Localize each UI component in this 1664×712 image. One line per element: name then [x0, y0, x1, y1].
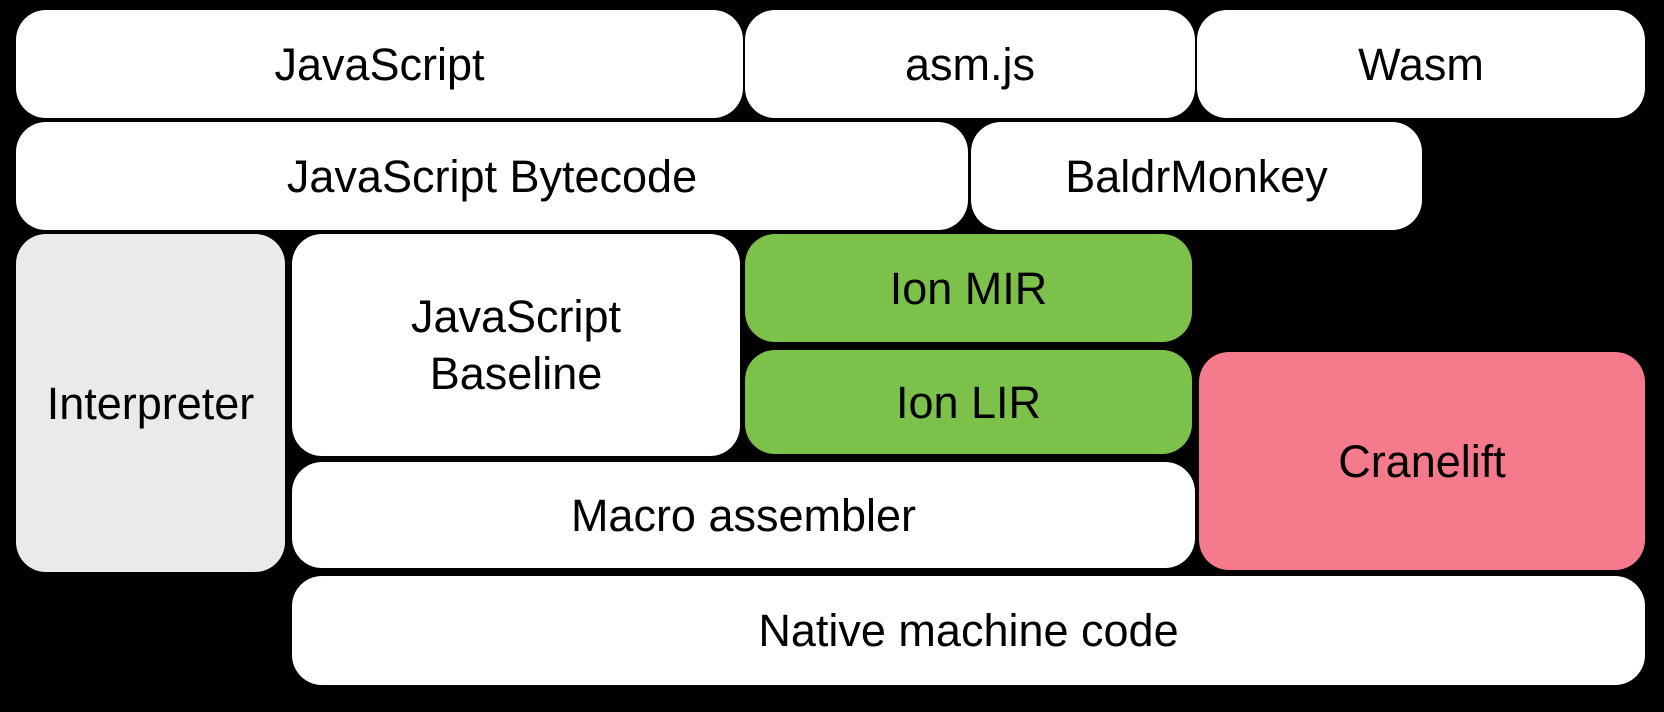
box-ion-lir-label: Ion LIR [895, 376, 1042, 428]
box-javascript-baseline: JavaScript Baseline [292, 234, 740, 456]
box-macro-assembler-label: Macro assembler [570, 489, 917, 541]
box-interpreter: Interpreter [16, 234, 285, 572]
box-baldrmonkey-label: BaldrMonkey [1065, 150, 1328, 202]
box-cranelift-label: Cranelift [1338, 435, 1506, 487]
box-asmjs: asm.js [745, 10, 1195, 118]
box-native-machine-code: Native machine code [292, 576, 1645, 685]
box-ion-lir: Ion LIR [745, 350, 1192, 454]
box-native-machine-code-label: Native machine code [758, 605, 1179, 656]
box-javascript-baseline-label: JavaScript Baseline [410, 291, 622, 399]
box-cranelift: Cranelift [1199, 352, 1645, 570]
box-interpreter-label: Interpreter [46, 377, 255, 429]
box-ion-mir-label: Ion MIR [889, 262, 1048, 314]
box-javascript: JavaScript [16, 10, 743, 118]
box-wasm-label: Wasm [1358, 38, 1484, 90]
box-javascript-bytecode: JavaScript Bytecode [16, 122, 968, 230]
box-javascript-bytecode-label: JavaScript Bytecode [286, 150, 698, 202]
box-baldrmonkey: BaldrMonkey [971, 122, 1422, 230]
box-wasm: Wasm [1197, 10, 1645, 118]
box-asmjs-label: asm.js [904, 38, 1035, 90]
box-macro-assembler: Macro assembler [292, 462, 1195, 568]
box-javascript-label: JavaScript [274, 38, 485, 90]
box-ion-mir: Ion MIR [745, 234, 1192, 342]
